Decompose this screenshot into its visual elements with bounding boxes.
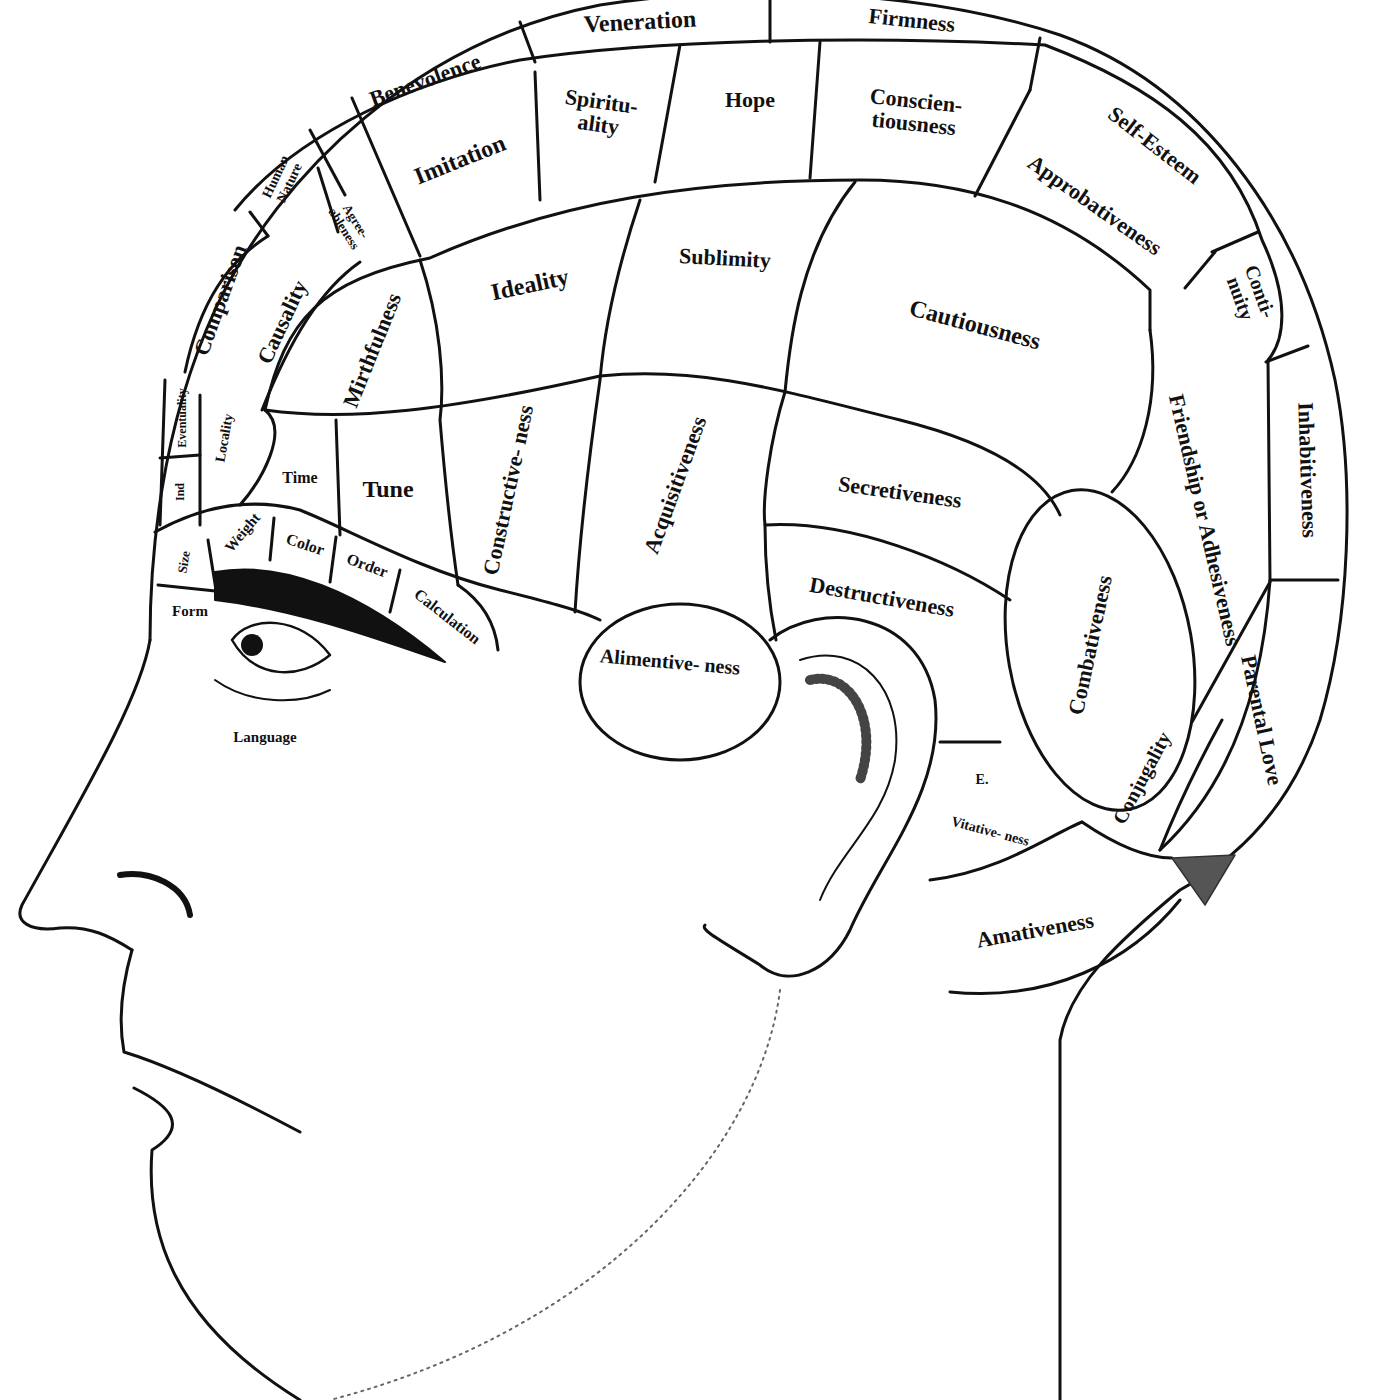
brain-region: Approbativeness xyxy=(1024,150,1166,259)
brain-region: Ind xyxy=(174,483,187,501)
brain-region: Combativeness xyxy=(1064,573,1116,716)
region-name: Agree- ableness xyxy=(317,184,383,266)
region-name: Order xyxy=(344,551,390,581)
region-name: Secretiveness xyxy=(837,472,963,512)
region-name: Veneration xyxy=(583,6,697,37)
brain-region: Order xyxy=(344,551,390,581)
brain-region: Weight xyxy=(222,510,264,555)
region-name: Locality xyxy=(214,413,237,464)
region-name: Alimentive- ness xyxy=(599,645,741,678)
brain-region: Tune xyxy=(362,477,413,502)
region-label: Language xyxy=(233,729,296,746)
region-name: Tune xyxy=(362,477,413,502)
region-name: Ind xyxy=(174,483,187,501)
brain-region: Agree- ableness xyxy=(317,184,383,266)
region-name: Spiritu- ality xyxy=(547,83,652,143)
brain-region: Alimentive- ness xyxy=(589,645,750,680)
region-name: Weight xyxy=(222,510,264,555)
region-name: Color xyxy=(284,531,326,559)
region-name: Approbativeness xyxy=(1024,150,1166,259)
region-name: Combativeness xyxy=(1064,573,1116,716)
region-name: Sublimity xyxy=(679,244,772,272)
brain-region: Amativeness xyxy=(975,908,1096,951)
brain-region: Vitative- ness xyxy=(940,812,1040,852)
region-name: Amativeness xyxy=(975,908,1096,951)
region-name: Eventuality xyxy=(176,388,189,447)
region-name: Comparison xyxy=(189,241,250,358)
region-name: Vitative- ness xyxy=(949,815,1030,850)
region-name: Size xyxy=(175,550,192,574)
region-name: Ideality xyxy=(489,265,571,306)
brain-region: Spiritu- ality xyxy=(547,83,652,143)
region-name: Conjugality xyxy=(1109,728,1175,827)
region-name: Imitation xyxy=(411,130,509,189)
brain-region: Time xyxy=(282,470,317,487)
brain-region: Secretiveness xyxy=(837,472,963,512)
brain-region: Benevolence xyxy=(367,49,484,110)
region-name: Form xyxy=(172,604,208,620)
brain-region: Ideality xyxy=(489,265,571,306)
brain-region: Form xyxy=(172,604,208,620)
region-name: Destructiveness xyxy=(808,573,956,621)
region-name: Benevolence xyxy=(367,49,484,110)
region-name: Hope xyxy=(725,88,775,111)
brain-region: Size xyxy=(175,550,192,574)
brain-region: Hope xyxy=(725,88,775,111)
brain-region: Imitation xyxy=(411,130,509,189)
brain-region: Color xyxy=(284,531,326,559)
brain-region: Conscien- tiousness xyxy=(843,82,987,143)
region-name: Conscien- tiousness xyxy=(843,82,987,143)
brain-region: Eventuality xyxy=(176,388,189,447)
brain-region: Friendship or Adhesiveness xyxy=(1165,392,1245,648)
brain-region: E. xyxy=(976,773,989,788)
region-name: Acquisitiveness xyxy=(639,413,710,556)
brain-region: Inhabitiveness xyxy=(1294,402,1322,538)
region-name: Friendship or Adhesiveness xyxy=(1165,392,1245,648)
brain-region: Veneration xyxy=(583,6,697,37)
region-name: Inhabitiveness xyxy=(1294,402,1322,538)
region-name: Cautiousness xyxy=(907,295,1044,354)
region-name: Time xyxy=(282,470,317,487)
region-name: Constructive- ness xyxy=(479,403,538,577)
brain-region: Locality xyxy=(214,413,237,464)
brain-region: Constructive- ness xyxy=(477,395,539,586)
brain-region: Conjugality xyxy=(1109,728,1175,827)
brain-region: Acquisitiveness xyxy=(639,413,710,556)
region-name: Firmness xyxy=(868,4,957,36)
brain-region: Cautiousness xyxy=(907,295,1044,354)
brain-region: Firmness xyxy=(868,4,957,36)
region-name: Mirthfulness xyxy=(339,290,406,411)
region-name: E. xyxy=(976,773,989,788)
brain-region: Mirthfulness xyxy=(339,290,406,411)
brain-region: Comparison xyxy=(189,241,250,358)
brain-region: Sublimity xyxy=(679,244,772,272)
brain-region: Destructiveness xyxy=(808,573,956,621)
